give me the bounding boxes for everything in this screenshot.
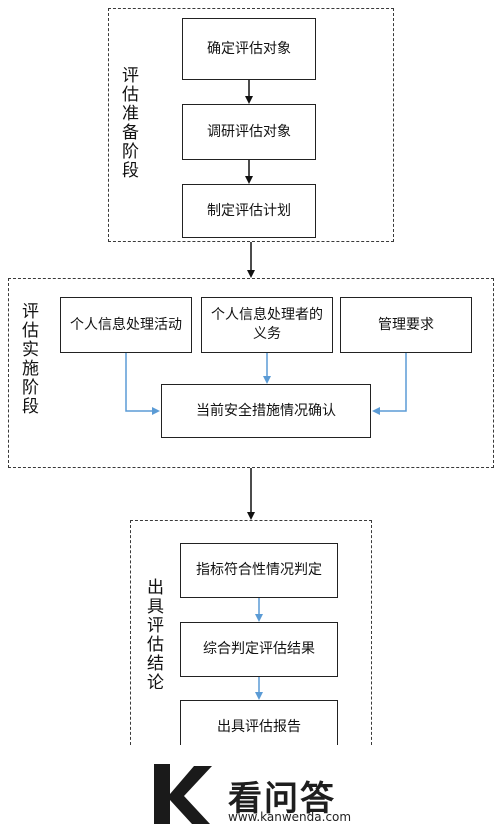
step-make-plan: 制定评估计划 (182, 184, 316, 238)
prep-stage-label: 评估准备阶段 (118, 66, 138, 180)
arrow-requirements-to-confirm (372, 353, 407, 415)
watermark-brand: 看问答 (228, 779, 336, 819)
impl-stage-label: 评估实施阶段 (18, 302, 38, 416)
watermark-url: www.kanwenda.com (228, 810, 352, 824)
input-management-requirements: 管理要求 (340, 297, 472, 353)
prep-stage-frame (108, 8, 394, 242)
arrow-activity-to-confirm (125, 353, 160, 415)
step-overall-judgment: 综合判定评估结果 (180, 622, 338, 677)
impl-stage-frame (8, 278, 494, 468)
conclusion-stage-label: 出具评估结论 (143, 578, 163, 692)
step-determine-target: 确定评估对象 (182, 18, 316, 80)
input-processor-duties: 个人信息处理者的义务 (201, 297, 333, 353)
current-safeguards-confirmation: 当前安全措施情况确认 (161, 384, 371, 438)
step-indicator-compliance: 指标符合性情况判定 (180, 543, 338, 598)
input-processing-activity: 个人信息处理活动 (60, 297, 192, 353)
step-survey-target: 调研评估对象 (182, 104, 316, 160)
watermark-band (0, 745, 503, 828)
kanwenda-logo-icon (154, 764, 212, 824)
